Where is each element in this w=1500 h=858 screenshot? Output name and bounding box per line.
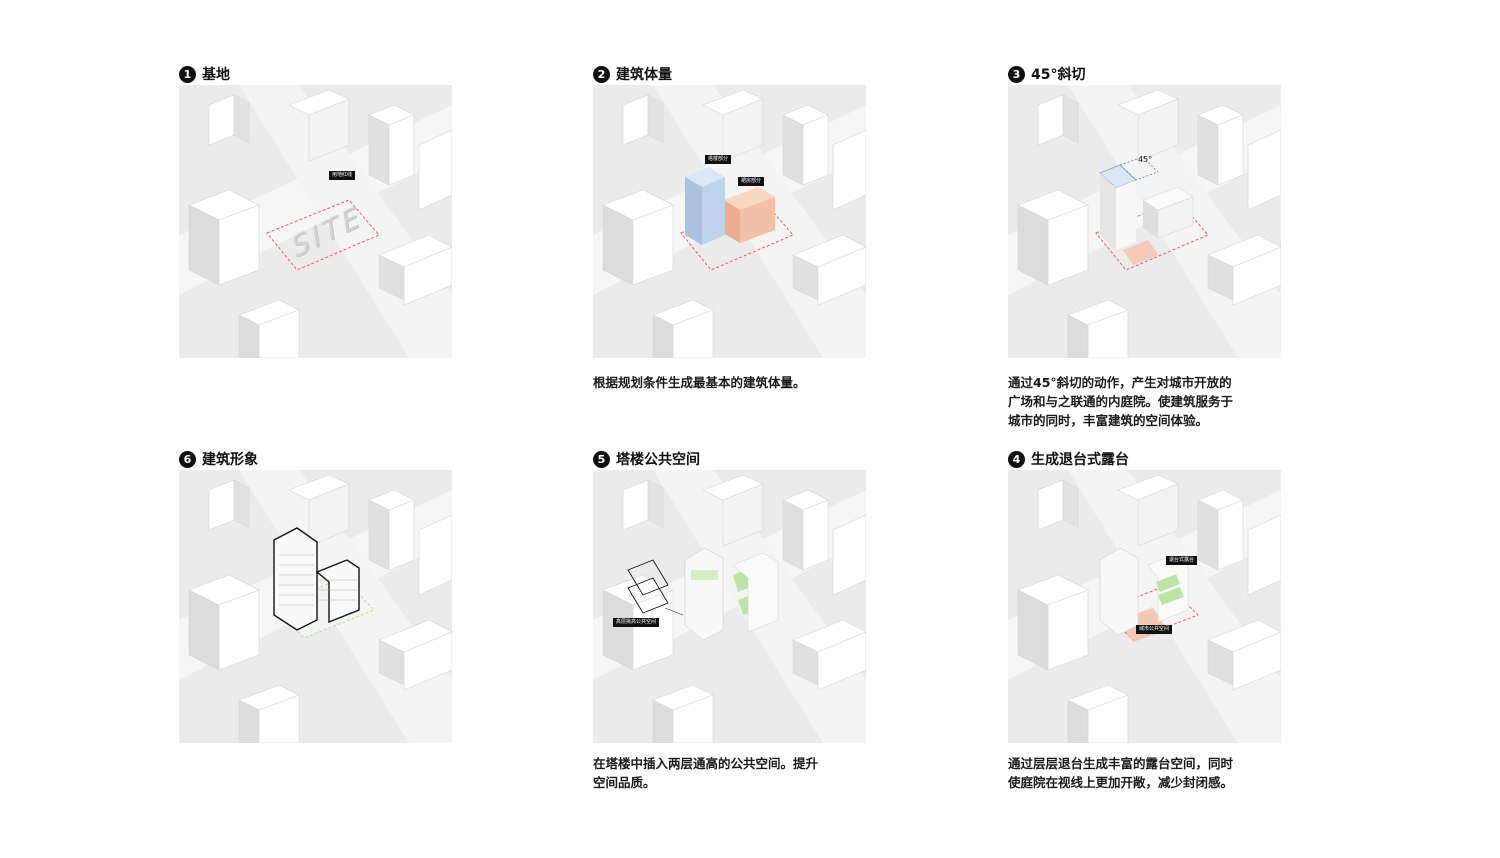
angle-label: 45° [1138, 155, 1153, 164]
step-number-1: 1 [179, 65, 196, 83]
panel-4-diagram: 退台式露台 城市公共空间 [1008, 470, 1281, 743]
panel-3-diagram: 45° [1008, 85, 1281, 358]
redline-tag: 用地红线 [329, 171, 356, 180]
panel-2-caption: 根据规划条件生成最基本的建筑体量。 [593, 375, 806, 390]
podium-tag: 裙房部分 [738, 177, 765, 186]
step-number-3: 3 [1008, 65, 1025, 83]
panel-5-title: 塔楼公共空间 [616, 452, 700, 468]
terrace-model-svg [1008, 470, 1281, 743]
panel-4-caption: 通过层层退台生成丰富的露台空间，同时 使庭院在视线上更加开敞，减少封闭感。 [1008, 756, 1234, 790]
step-number-4: 4 [1008, 450, 1025, 468]
panel-1-diagram: SITE 用地红线 [179, 85, 452, 358]
panel-4-title: 生成退台式露台 [1031, 452, 1129, 468]
panel-4-header: 4 生成退台式露台 [1008, 449, 1129, 469]
panel-3-title: 45°斜切 [1031, 67, 1086, 83]
panel-2-diagram: 塔楼部分 裙房部分 [593, 85, 866, 358]
panel-6-title: 建筑形象 [202, 452, 258, 468]
step-number-5: 5 [593, 450, 610, 468]
step-number-2: 2 [593, 65, 610, 83]
panel-6-header: 6 建筑形象 [179, 449, 258, 469]
panel-1-title: 基地 [202, 67, 230, 83]
panel-2-header: 2 建筑体量 [593, 64, 672, 84]
tower-public-model-svg [593, 470, 866, 743]
panel-5-caption: 在塔楼中插入两层通高的公共空间。提升 空间品质。 [593, 756, 819, 790]
panel-1-header: 1 基地 [179, 64, 230, 84]
step-number-6: 6 [179, 450, 196, 468]
panel-5-diagram: 高层挑高公共空间 [593, 470, 866, 743]
tower-tag: 塔楼部分 [705, 155, 732, 164]
panel-6-diagram [179, 470, 452, 743]
panel-2-title: 建筑体量 [616, 67, 672, 83]
final-model-svg [179, 470, 452, 743]
terrace-tag: 退台式露台 [1166, 556, 1198, 565]
city-model-svg [179, 85, 452, 358]
cut-model-svg [1008, 85, 1281, 358]
urban-public-tag: 城市公共空间 [1136, 625, 1173, 634]
massing-model-svg [593, 85, 866, 358]
panel-5-header: 5 塔楼公共空间 [593, 449, 700, 469]
tower-public-tag: 高层挑高公共空间 [613, 618, 660, 627]
panel-3-header: 3 45°斜切 [1008, 64, 1085, 84]
panel-3-caption: 通过45°斜切的动作，产生对城市开放的 广场和与之联通的内庭院。使建筑服务于 城… [1008, 375, 1234, 428]
